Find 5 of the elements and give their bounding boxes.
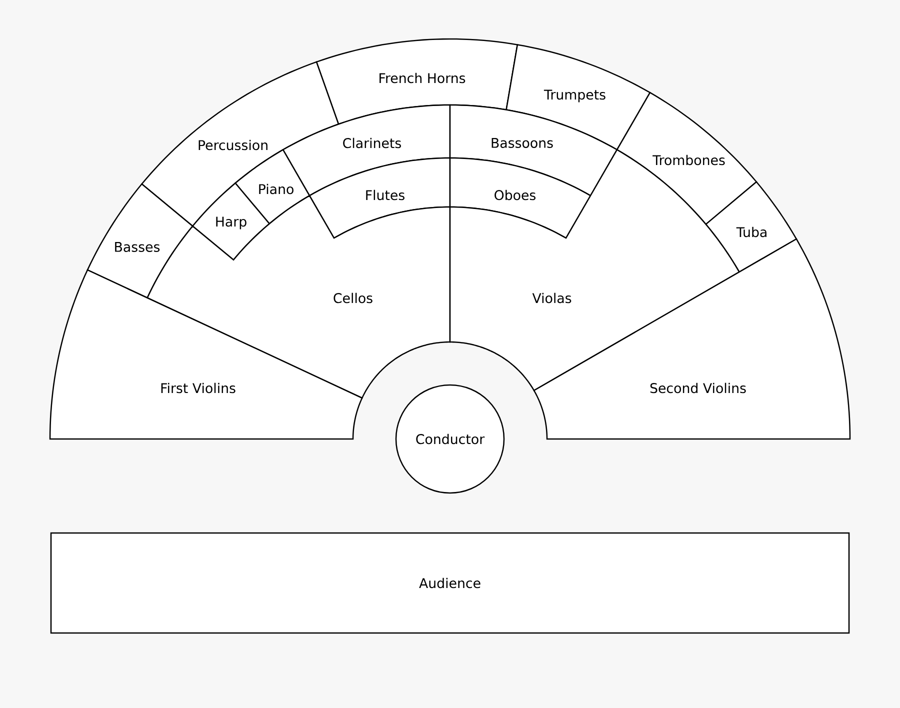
seating-section: Oboes (449, 157, 592, 239)
seating-section: Trombones (616, 92, 758, 226)
seating-section: Flutes (308, 157, 451, 239)
audience-box: Audience (50, 532, 850, 634)
seating-section: French Horns (316, 38, 518, 125)
